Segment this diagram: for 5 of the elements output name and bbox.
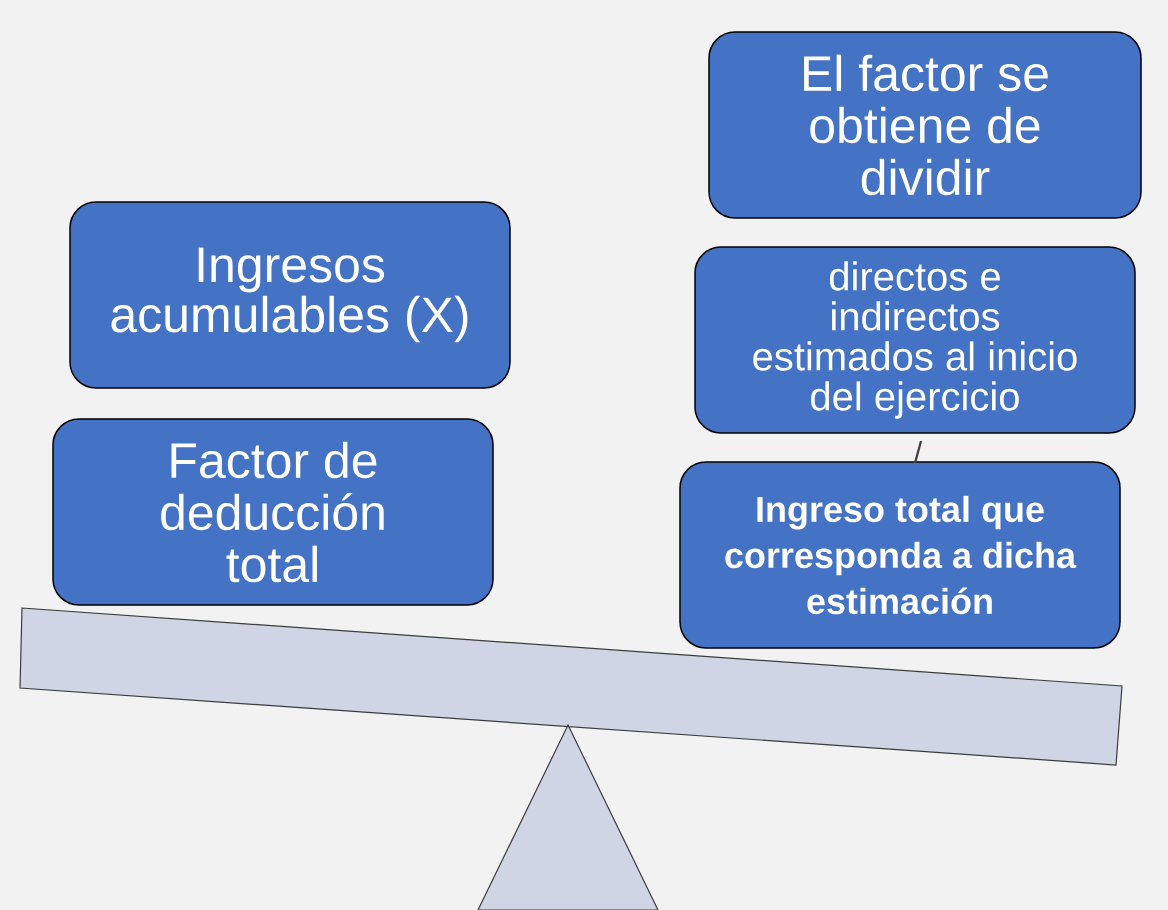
text-box: Ingresos acumulables (X) bbox=[69, 201, 511, 389]
text-box: directos e indirectos estimados al inicio del ejercicio bbox=[694, 246, 1136, 434]
text-box: El factor se obtiene de dividir bbox=[708, 31, 1142, 219]
text-box: Ingreso total que corresponda a dicha estimación bbox=[679, 461, 1121, 649]
text-box: Factor de deducción total bbox=[52, 418, 494, 606]
